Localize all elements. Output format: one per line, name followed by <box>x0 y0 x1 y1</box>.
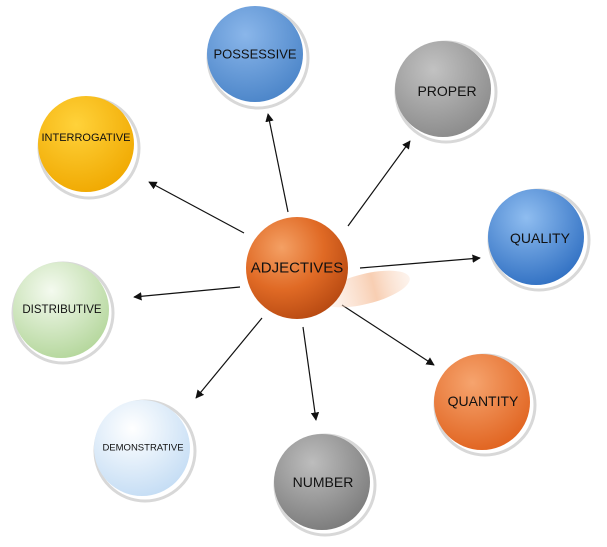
node-distributive: DISTRIBUTIVE <box>11 261 115 365</box>
demonstrative-circle <box>94 400 190 496</box>
distributive-circle <box>13 262 109 358</box>
arrow-distributive <box>133 286 241 301</box>
quality-label: QUALITY <box>510 230 571 246</box>
node-demonstrative: DEMONSTRATIVE <box>93 399 197 503</box>
demonstrative-label: DEMONSTRATIVE <box>102 443 183 454</box>
center-label: ADJECTIVES <box>251 260 344 277</box>
possessive-circle <box>207 6 303 102</box>
arrow-interrogative <box>148 181 245 234</box>
quantity-label: QUANTITY <box>448 393 519 409</box>
arrow-demonstrative <box>195 317 263 399</box>
arrow-number <box>302 326 320 421</box>
node-quantity: QUANTITY <box>433 353 537 457</box>
distributive-label: DISTRIBUTIVE <box>22 304 102 316</box>
arrow-quantity <box>341 304 435 366</box>
node-possessive: POSSESSIVE <box>206 6 310 110</box>
node-number: NUMBER <box>273 433 377 537</box>
interrogative-circle <box>38 96 134 192</box>
number-label: NUMBER <box>293 474 354 490</box>
node-quality: QUALITY <box>487 188 591 292</box>
proper-label: PROPER <box>417 83 476 99</box>
number-circle <box>274 434 370 530</box>
possessive-label: POSSESSIVE <box>213 47 296 62</box>
center-circle <box>246 217 348 319</box>
arrow-quality <box>359 254 481 269</box>
arrow-proper <box>347 140 411 227</box>
node-proper: PROPER <box>394 40 498 144</box>
arrow-possessive <box>265 113 289 213</box>
node-interrogative: INTERROGATIVE <box>37 96 141 200</box>
arrows <box>133 113 481 421</box>
quality-circle <box>488 189 584 285</box>
proper-circle <box>395 41 491 137</box>
interrogative-label: INTERROGATIVE <box>41 132 130 144</box>
center-swoosh <box>320 270 410 308</box>
center-node: ADJECTIVES <box>246 217 410 319</box>
quantity-circle <box>434 354 530 450</box>
